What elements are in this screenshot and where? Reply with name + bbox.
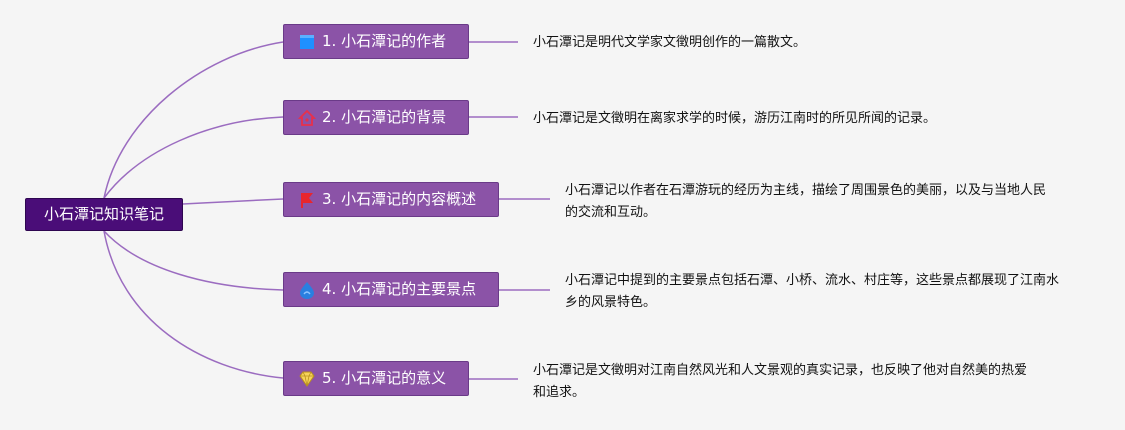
topic-3-label: 3. 小石潭记的内容概述 bbox=[322, 190, 477, 208]
water-drop-icon bbox=[298, 281, 316, 299]
blue-square-icon bbox=[298, 33, 316, 51]
root-node[interactable]: 小石潭记知识笔记 bbox=[25, 198, 183, 231]
topic-2-note: 小石潭记是文徵明在离家求学的时候，游历江南时的所见所闻的记录。 bbox=[533, 111, 937, 126]
topic-node-2[interactable]: 2. 小石潭记的背景 bbox=[283, 100, 469, 135]
connector-root-topic-2 bbox=[103, 116, 284, 199]
connector-root-topic-1 bbox=[103, 41, 284, 199]
diamond-icon bbox=[298, 370, 316, 388]
topic-node-4[interactable]: 4. 小石潭记的主要景点 bbox=[283, 272, 499, 307]
topic-5-note: 小石潭记是文徵明对江南自然风光和人文景观的真实记录，也反映了他对自然美的热爱和追… bbox=[533, 363, 1028, 400]
topic-node-5[interactable]: 5. 小石潭记的意义 bbox=[283, 361, 469, 396]
topic-4-label: 4. 小石潭记的主要景点 bbox=[322, 280, 477, 298]
topic-1-label: 1. 小石潭记的作者 bbox=[322, 32, 447, 50]
topic-5-label: 5. 小石潭记的意义 bbox=[322, 369, 447, 387]
topic-1-note: 小石潭记是明代文学家文徵明创作的一篇散文。 bbox=[533, 35, 807, 50]
connector-root-topic-3 bbox=[182, 198, 284, 205]
red-flag-icon bbox=[298, 191, 316, 209]
topic-2-label: 2. 小石潭记的背景 bbox=[322, 108, 447, 126]
topic-4-note: 小石潭记中提到的主要景点包括石潭、小桥、流水、村庄等，这些景点都展现了江南水乡的… bbox=[565, 273, 1060, 310]
topic-node-3[interactable]: 3. 小石潭记的内容概述 bbox=[283, 182, 499, 217]
home-icon bbox=[298, 109, 316, 127]
topic-3-note: 小石潭记以作者在石潭游玩的经历为主线，描绘了周围景色的美丽，以及与当地人民的交流… bbox=[565, 183, 1047, 220]
topic-node-1[interactable]: 1. 小石潭记的作者 bbox=[283, 24, 469, 59]
connector-root-topic-5 bbox=[103, 230, 284, 379]
connector-root-topic-4 bbox=[103, 230, 284, 291]
